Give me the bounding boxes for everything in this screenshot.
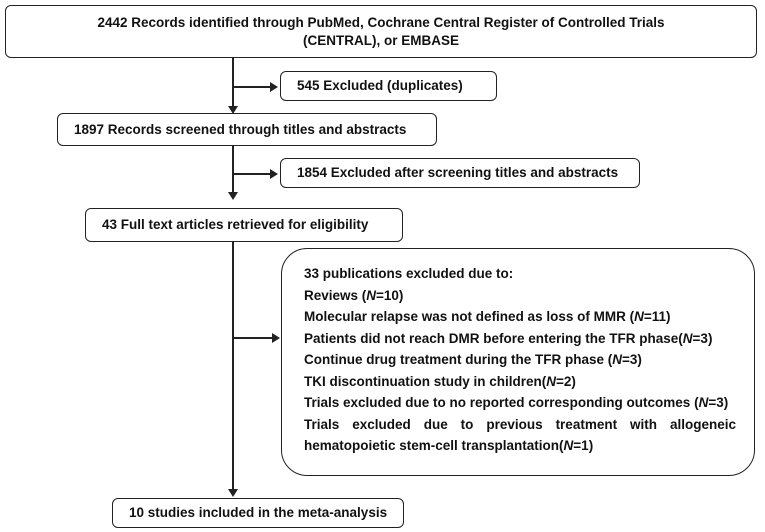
excluded-screening-box: 1854 Excluded after screening titles and… <box>280 158 640 188</box>
records-screened-label: 1897 Records screened through titles and… <box>74 121 407 137</box>
duplicates-box: 545 Excluded (duplicates) <box>280 71 497 101</box>
full-text-box: 43 Full text articles retrieved for elig… <box>85 208 403 242</box>
studies-included-label: 10 studies included in the meta-analysis <box>129 505 388 520</box>
exclusion-item: Trials excluded due to no reported corre… <box>304 395 729 410</box>
arrow-to-excluded-screening <box>270 169 278 179</box>
arrow-to-duplicates <box>270 82 278 92</box>
records-identified-line2: (CENTRAL), or EMBASE <box>303 32 459 48</box>
exclusion-item-last-line2: hematopoietic stem-cell transplantation(… <box>304 438 594 453</box>
arrow-to-screened <box>228 106 238 114</box>
records-identified-line1: 2442 Records identified through PubMed, … <box>97 14 665 30</box>
connector-fulltext-to-included <box>232 242 234 494</box>
arrow-to-exclusions <box>272 333 280 343</box>
exclusion-item: Molecular relapse was not defined as los… <box>304 309 671 324</box>
branch-to-exclusions <box>232 337 273 339</box>
duplicates-label: 545 Excluded (duplicates) <box>297 78 463 93</box>
excluded-screening-label: 1854 Excluded after screening titles and… <box>297 165 619 180</box>
records-screened-box: 1897 Records screened through titles and… <box>57 113 437 146</box>
connector-screened-to-fulltext <box>232 146 234 198</box>
exclusion-item: Reviews (N=10) <box>304 287 404 303</box>
exclusions-box: 33 publications excluded due to: Reviews… <box>281 248 755 476</box>
exclusions-title: 33 publications excluded due to: <box>304 266 514 281</box>
arrow-to-included <box>228 489 238 497</box>
branch-to-excluded-screening <box>232 173 272 175</box>
connector-identified-to-screened <box>232 58 234 112</box>
arrow-to-fulltext <box>228 192 238 200</box>
exclusion-item: Continue drug treatment during the TFR p… <box>304 352 642 367</box>
studies-included-box: 10 studies included in the meta-analysis <box>112 498 404 528</box>
records-identified-box: 2442 Records identified through PubMed, … <box>5 5 757 58</box>
branch-to-duplicates <box>232 86 272 88</box>
exclusion-item: TKI discontinuation study in children(N=… <box>304 373 576 389</box>
full-text-label: 43 Full text articles retrieved for elig… <box>102 217 369 232</box>
exclusion-item: Patients did not reach DMR before enteri… <box>304 330 713 346</box>
exclusion-item-last-line1: Trials excluded due to previous treatmen… <box>304 416 736 432</box>
